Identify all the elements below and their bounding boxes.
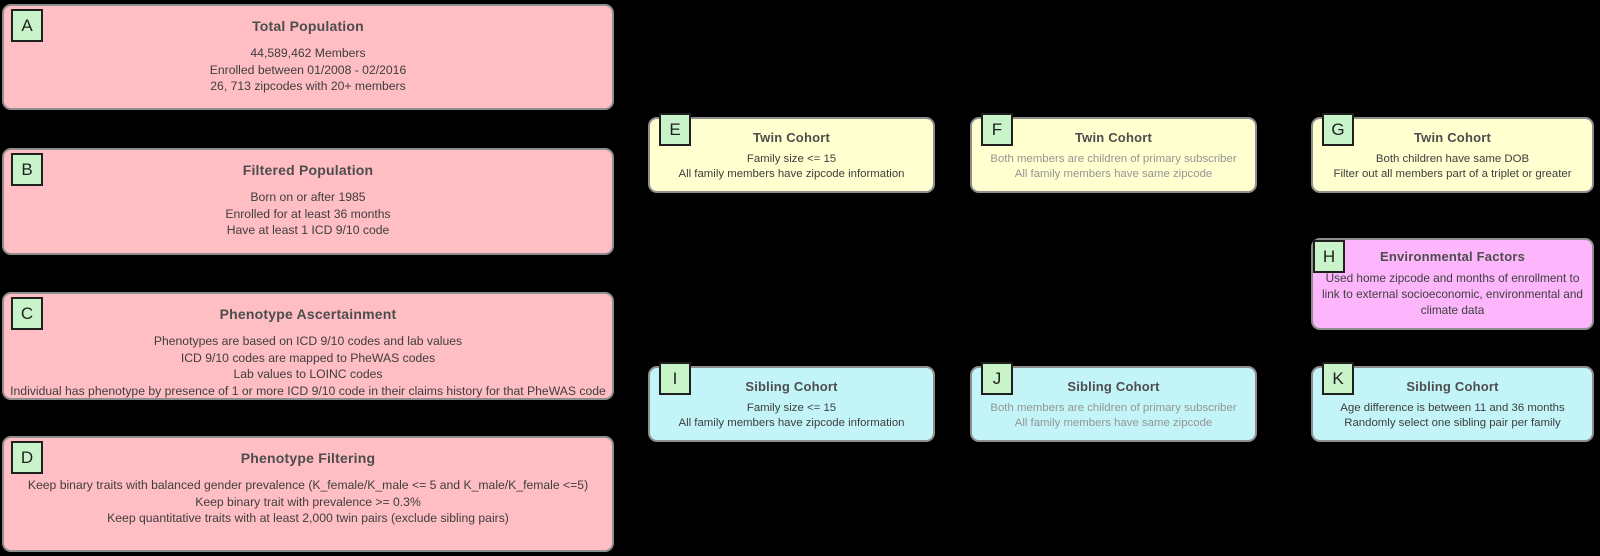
node-b-badge: B <box>11 153 43 186</box>
node-b-body: Born on or after 1985 Enrolled for at le… <box>4 189 612 239</box>
node-e-badge: E <box>659 113 691 146</box>
node-i-line: All family members have zipcode informat… <box>678 417 905 429</box>
node-a-body: 44,589,462 Members Enrolled between 01/2… <box>4 45 612 95</box>
node-h-title: Environmental Factors <box>1379 249 1526 264</box>
node-sibling-cohort-k: K Sibling Cohort Age difference is betwe… <box>1311 362 1594 442</box>
node-d-line: Keep binary traits with balanced gender … <box>27 478 589 492</box>
node-c-body: Phenotypes are based on ICD 9/10 codes a… <box>4 333 612 399</box>
node-e-body: Family size <= 15 All family members hav… <box>650 152 933 182</box>
node-f-badge: F <box>981 113 1013 146</box>
node-d-body: Keep binary traits with balanced gender … <box>4 477 612 527</box>
node-phenotype-filtering: D Phenotype Filtering Keep binary traits… <box>2 436 614 552</box>
node-a-line: 44,589,462 Members <box>250 46 366 60</box>
node-b-line: Born on or after 1985 <box>250 190 366 204</box>
node-c-line: ICD 9/10 codes are mapped to PheWAS code… <box>180 350 436 365</box>
node-i-body: Family size <= 15 All family members hav… <box>650 401 933 431</box>
node-h-body: Used home zipcode and months of enrollme… <box>1313 270 1592 318</box>
node-c-line: Phenotypes are based on ICD 9/10 codes a… <box>153 334 463 348</box>
node-j-body: Both members are children of primary sub… <box>972 401 1255 431</box>
node-d-badge: D <box>11 441 43 474</box>
node-k-line: Age difference is between 11 and 36 mont… <box>1340 402 1565 414</box>
node-f-body: Both members are children of primary sub… <box>972 152 1255 182</box>
node-phenotype-ascertainment: C Phenotype Ascertainment Phenotypes are… <box>2 292 614 400</box>
node-f-line: All family members have same zipcode <box>1014 168 1213 180</box>
node-a-title: Total Population <box>252 18 364 34</box>
node-e-line: All family members have zipcode informat… <box>678 168 905 180</box>
node-total-population: A Total Population 44,589,462 Members En… <box>2 4 614 110</box>
node-a-line: Enrolled between 01/2008 - 02/2016 <box>209 62 407 77</box>
node-g-line: Both children have same DOB <box>1375 153 1530 165</box>
node-e-line: Family size <= 15 <box>746 153 837 165</box>
node-j-line: Both members are children of primary sub… <box>990 402 1237 414</box>
node-g-title: Twin Cohort <box>1413 130 1492 145</box>
node-g-body: Both children have same DOB Filter out a… <box>1313 152 1592 182</box>
node-sibling-cohort-j: J Sibling Cohort Both members are childr… <box>970 362 1257 442</box>
node-d-line: Keep quantitative traits with at least 2… <box>107 511 509 525</box>
node-i-line: Family size <= 15 <box>746 402 837 414</box>
node-i-title: Sibling Cohort <box>745 379 838 394</box>
node-b-line: Enrolled for at least 36 months <box>225 206 391 221</box>
node-environmental-factors: H Environmental Factors Used home zipcod… <box>1311 238 1594 330</box>
node-j-badge: J <box>981 362 1013 395</box>
node-g-badge: G <box>1322 113 1354 146</box>
node-twin-cohort-g: G Twin Cohort Both children have same DO… <box>1311 113 1594 193</box>
node-i-badge: I <box>659 362 691 395</box>
node-d-title: Phenotype Filtering <box>240 450 376 466</box>
node-h-badge: H <box>1313 240 1345 273</box>
node-c-line: Individual has phenotype by presence of … <box>10 383 606 398</box>
node-filtered-population: B Filtered Population Born on or after 1… <box>2 148 614 255</box>
node-k-title: Sibling Cohort <box>1406 379 1499 394</box>
node-j-title: Sibling Cohort <box>1067 379 1160 394</box>
node-b-title: Filtered Population <box>242 162 374 178</box>
node-k-line: Randomly select one sibling pair per fam… <box>1344 417 1561 429</box>
node-g-line: Filter out all members part of a triplet… <box>1333 168 1572 180</box>
node-f-title: Twin Cohort <box>1074 130 1153 145</box>
node-sibling-cohort-i: I Sibling Cohort Family size <= 15 All f… <box>648 362 935 442</box>
node-k-body: Age difference is between 11 and 36 mont… <box>1313 401 1592 431</box>
node-d-line: Keep binary trait with prevalence >= 0.3… <box>195 494 421 509</box>
node-twin-cohort-e: E Twin Cohort Family size <= 15 All fami… <box>648 113 935 193</box>
node-h-line: Used home zipcode and months of enrollme… <box>1322 271 1583 317</box>
node-a-badge: A <box>11 9 43 42</box>
node-twin-cohort-f: F Twin Cohort Both members are children … <box>970 113 1257 193</box>
node-b-line: Have at least 1 ICD 9/10 code <box>226 223 390 237</box>
node-k-badge: K <box>1322 362 1354 395</box>
node-j-line: All family members have same zipcode <box>1014 417 1213 429</box>
node-f-line: Both members are children of primary sub… <box>990 153 1237 165</box>
node-c-badge: C <box>11 297 43 330</box>
node-e-title: Twin Cohort <box>752 130 831 145</box>
node-a-line: 26, 713 zipcodes with 20+ members <box>210 79 406 93</box>
node-c-title: Phenotype Ascertainment <box>219 306 397 322</box>
node-c-line: Lab values to LOINC codes <box>233 367 383 381</box>
